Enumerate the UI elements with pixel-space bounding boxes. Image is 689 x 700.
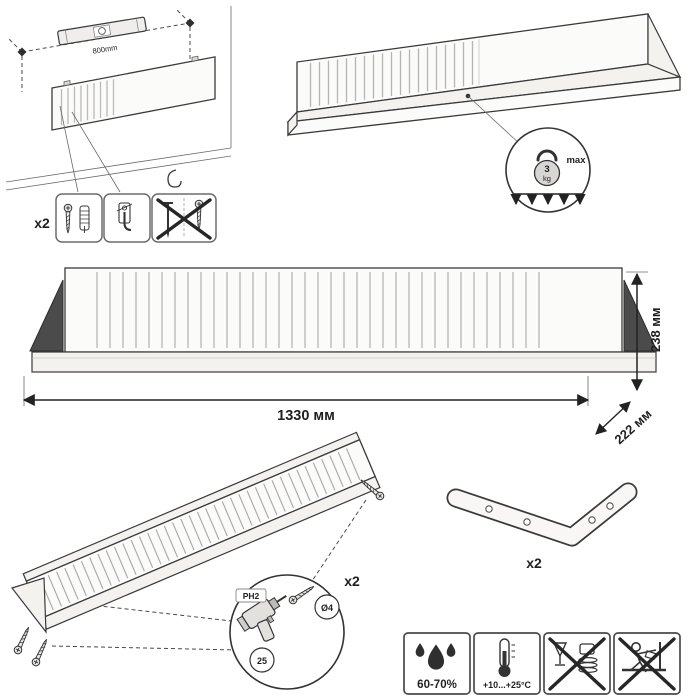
hardware-qty-label: x2 xyxy=(34,215,50,231)
hardware-box-picture-hook xyxy=(103,193,151,243)
humidity-box: 60-70% xyxy=(403,632,471,695)
screw-length-spec: 25 xyxy=(249,647,275,673)
no-climbing-box xyxy=(613,632,681,695)
wall-mounting-diagram: 800mm x2 xyxy=(5,6,232,243)
left-end-bracket xyxy=(10,577,47,634)
assembly-qty-label: x2 xyxy=(344,573,360,589)
bit-size-label: PH2 xyxy=(243,591,260,601)
load-qualifier: max xyxy=(566,155,586,166)
thermometer-icon xyxy=(498,638,515,677)
bracket-qty-label: x2 xyxy=(526,555,542,571)
load-arrows-icon xyxy=(510,193,586,206)
kettlebell-weight-icon: 3 kg xyxy=(533,149,561,187)
flipped-shelf xyxy=(22,431,381,630)
bracket-hole xyxy=(523,518,531,526)
shelf-isometric-view: 3 kg max xyxy=(286,13,682,213)
front-bottom-board xyxy=(31,351,657,373)
screw-diameter-label: Ø4 xyxy=(321,603,333,613)
temperature-label: +10...+25°C xyxy=(483,680,532,690)
spirit-level-icon: 800mm xyxy=(57,16,147,56)
width-dimension: 1330 мм xyxy=(22,376,590,424)
screw-icon xyxy=(30,637,51,668)
bit-label: PH2 xyxy=(235,588,267,603)
power-drill-icon xyxy=(236,595,287,642)
level-distance-label: 800mm xyxy=(92,43,118,56)
bracket-assembly-view: PH2 Ø4 25 x2 xyxy=(10,431,386,690)
no-glassware-box xyxy=(543,632,611,695)
wall-anchor-mark-left xyxy=(17,47,27,57)
bracket-hole xyxy=(588,516,596,524)
temperature-box: +10...+25°C xyxy=(473,632,541,695)
front-slats xyxy=(88,272,545,348)
height-label: 238 мм xyxy=(648,307,663,352)
front-left-bracket xyxy=(29,279,64,352)
adhesive-hook-icon xyxy=(167,169,182,188)
height-dimension: 238 мм xyxy=(626,271,663,392)
iso-back-panel xyxy=(296,13,649,113)
wall-shelf-panel xyxy=(51,55,216,131)
hardware-box-prohibited xyxy=(151,193,217,243)
screw-icon xyxy=(12,625,33,656)
hardware-box-anchor-screw xyxy=(55,193,103,243)
depth-label: 222 мм xyxy=(611,406,654,447)
no-glassware-icon xyxy=(548,637,606,691)
iso-left-end-cap xyxy=(287,110,298,137)
bracket-hole xyxy=(606,502,614,510)
assembly-detail-callout: PH2 Ø4 25 xyxy=(229,574,345,690)
angle-bracket-part: x2 xyxy=(446,482,638,571)
depth-dimension: 222 мм xyxy=(595,401,655,447)
no-climbing-icon xyxy=(618,637,676,691)
iso-right-end-bracket xyxy=(647,13,682,79)
wall-anchor-mark-right xyxy=(185,18,195,28)
bracket-hole xyxy=(485,505,493,513)
width-label: 1330 мм xyxy=(277,408,335,424)
load-limit-callout: 3 kg max xyxy=(505,127,591,213)
conditions-icons: 60-70% +10...+25°C xyxy=(403,632,681,695)
screw-diameter-spec: Ø4 xyxy=(314,594,340,620)
load-value: 3 xyxy=(544,164,549,175)
humidity-label: 60-70% xyxy=(417,679,457,691)
shelf-front-view: 1330 мм 238 мм 222 мм xyxy=(22,267,663,447)
screw-length-label: 25 xyxy=(257,656,267,666)
load-unit: kg xyxy=(543,174,551,183)
